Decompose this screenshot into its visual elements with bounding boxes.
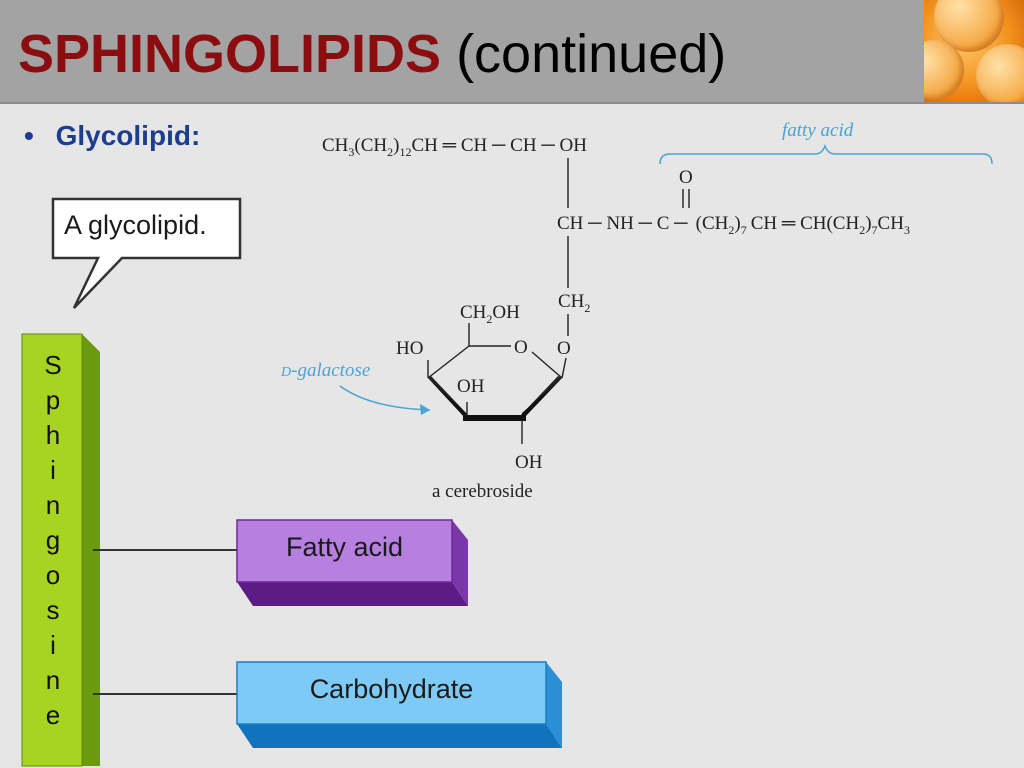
diagram-caption: a cerebroside bbox=[432, 481, 533, 502]
fatty-acid-brace bbox=[659, 143, 993, 165]
galactose-arrow bbox=[339, 385, 431, 411]
title-sub: (continued) bbox=[456, 24, 727, 84]
fatty-acid-label-box: Fatty acid bbox=[285, 532, 404, 562]
callout-text: A glycolipid. bbox=[64, 210, 207, 240]
sphingosine-side bbox=[82, 334, 100, 766]
oh-group-bottom: OH bbox=[515, 452, 543, 473]
bullet-text: Glycolipid: bbox=[55, 120, 201, 151]
bullet-glycolipid: • Glycolipid: bbox=[24, 120, 200, 152]
callout-bubble: A glycolipid. bbox=[50, 196, 246, 312]
cerebroside-structure: CH3(CH2)12CH ═ CH ─ CH ─ OH fatty acid O… bbox=[280, 120, 993, 502]
ho-group-left: HO bbox=[396, 338, 423, 359]
fatty-acid-block bbox=[236, 519, 453, 583]
sphingosine-block bbox=[21, 333, 83, 767]
bullet-marker: • bbox=[24, 120, 34, 151]
pills-image bbox=[924, 0, 1024, 102]
sphingosine-chain-formula: CH3(CH2)12CH ═ CH ─ CH ─ OH bbox=[322, 135, 587, 159]
d-galactose-label: D-galactose bbox=[280, 360, 370, 381]
title-bar: SPHINGOLIPIDS (continued) bbox=[0, 0, 1024, 104]
carbohydrate-block bbox=[236, 661, 547, 725]
title-main: SPHINGOLIPIDS bbox=[18, 24, 442, 84]
ring-oxygen: O bbox=[514, 337, 528, 358]
oh-group-middle: OH bbox=[457, 376, 485, 397]
ch2-linker: CH2 bbox=[558, 291, 590, 315]
fatty-acid-label: fatty acid bbox=[782, 120, 854, 141]
carbonyl-oxygen: O bbox=[679, 167, 693, 188]
ch2oh-group: CH2OH bbox=[460, 302, 520, 326]
carbohydrate-label-box: Carbohydrate bbox=[309, 674, 474, 704]
slide-title: SPHINGOLIPIDS (continued) bbox=[18, 20, 726, 88]
glycosidic-oxygen: O bbox=[557, 338, 571, 359]
sphingosine-label: S p h i n g o s i n e bbox=[44, 350, 62, 730]
